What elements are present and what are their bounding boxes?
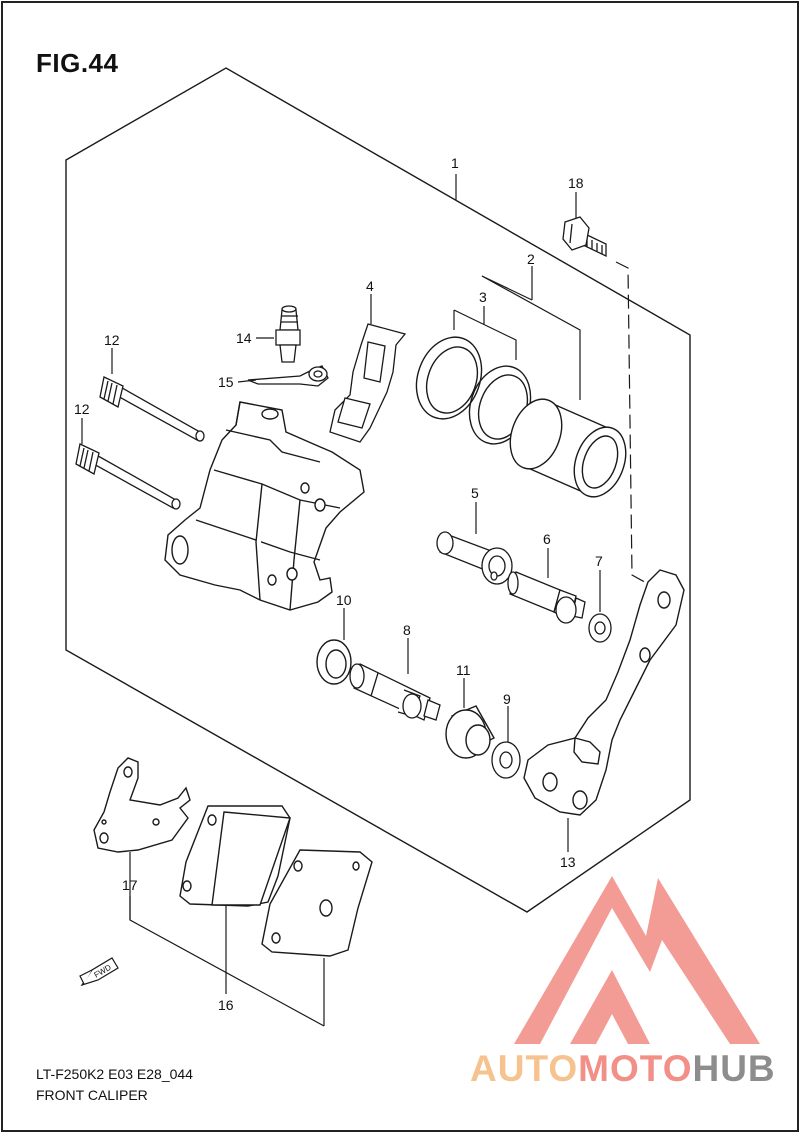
watermark-auto: AUTO xyxy=(470,1048,579,1089)
leader-lines xyxy=(81,174,601,1027)
watermark-logo xyxy=(514,876,760,1044)
pad-spring-4 xyxy=(329,323,407,443)
bleeder-cap-15 xyxy=(247,365,329,387)
brake-pad-16b xyxy=(261,849,373,957)
pad-shim-17 xyxy=(93,757,191,853)
callout-14: 14 xyxy=(236,330,252,346)
washer-9 xyxy=(491,741,521,779)
callout-16: 16 xyxy=(218,997,234,1013)
callout-1: 1 xyxy=(451,155,459,171)
callout-4: 4 xyxy=(366,278,374,294)
slide-pin-6 xyxy=(507,571,586,624)
callout-5: 5 xyxy=(471,485,479,501)
pad-pin-12b xyxy=(75,443,181,510)
slide-pin-8 xyxy=(349,663,441,721)
model-code: LT-F250K2 E03 E28_044 xyxy=(36,1066,193,1082)
piston-2 xyxy=(509,398,627,498)
callout-7: 7 xyxy=(595,553,603,569)
boot-10 xyxy=(316,639,352,685)
forward-arrow-icon: FWD xyxy=(79,957,119,987)
callout-8: 8 xyxy=(403,622,411,638)
callout-3: 3 xyxy=(479,289,487,305)
bleeder-valve-14 xyxy=(275,305,301,363)
mounting-bolt-18 xyxy=(562,216,607,258)
pin-boot-5 xyxy=(436,531,513,585)
watermark-hub: HUB xyxy=(692,1048,776,1089)
washer-7 xyxy=(588,613,612,643)
callout-15: 15 xyxy=(218,374,234,390)
callout-11: 11 xyxy=(456,662,471,678)
callout-numbers: 1 2 3 4 5 6 7 8 9 10 11 12 12 13 14 15 1… xyxy=(74,155,603,1013)
figure-title: FIG.44 xyxy=(36,48,119,78)
figure-caption: FRONT CALIPER xyxy=(36,1087,148,1103)
callout-18: 18 xyxy=(568,175,584,191)
boot-11 xyxy=(445,705,495,759)
pad-pin-12a xyxy=(99,376,205,442)
callout-6: 6 xyxy=(543,531,551,547)
brake-pad-16a xyxy=(179,805,291,907)
watermark-moto: MOTO xyxy=(578,1048,693,1089)
callout-10: 10 xyxy=(336,592,352,608)
assembly-outline xyxy=(65,67,691,913)
callout-9: 9 xyxy=(503,691,511,707)
callout-17: 17 xyxy=(122,877,138,893)
callout-2: 2 xyxy=(527,251,535,267)
caliper-body xyxy=(164,401,365,611)
caliper-bracket-13 xyxy=(523,569,685,816)
watermark-text: AUTOMOTOHUB xyxy=(470,1048,776,1090)
bolt-18-leader xyxy=(615,261,651,586)
callout-12a: 12 xyxy=(104,332,120,348)
callout-12b: 12 xyxy=(74,401,90,417)
callout-13: 13 xyxy=(560,854,576,870)
